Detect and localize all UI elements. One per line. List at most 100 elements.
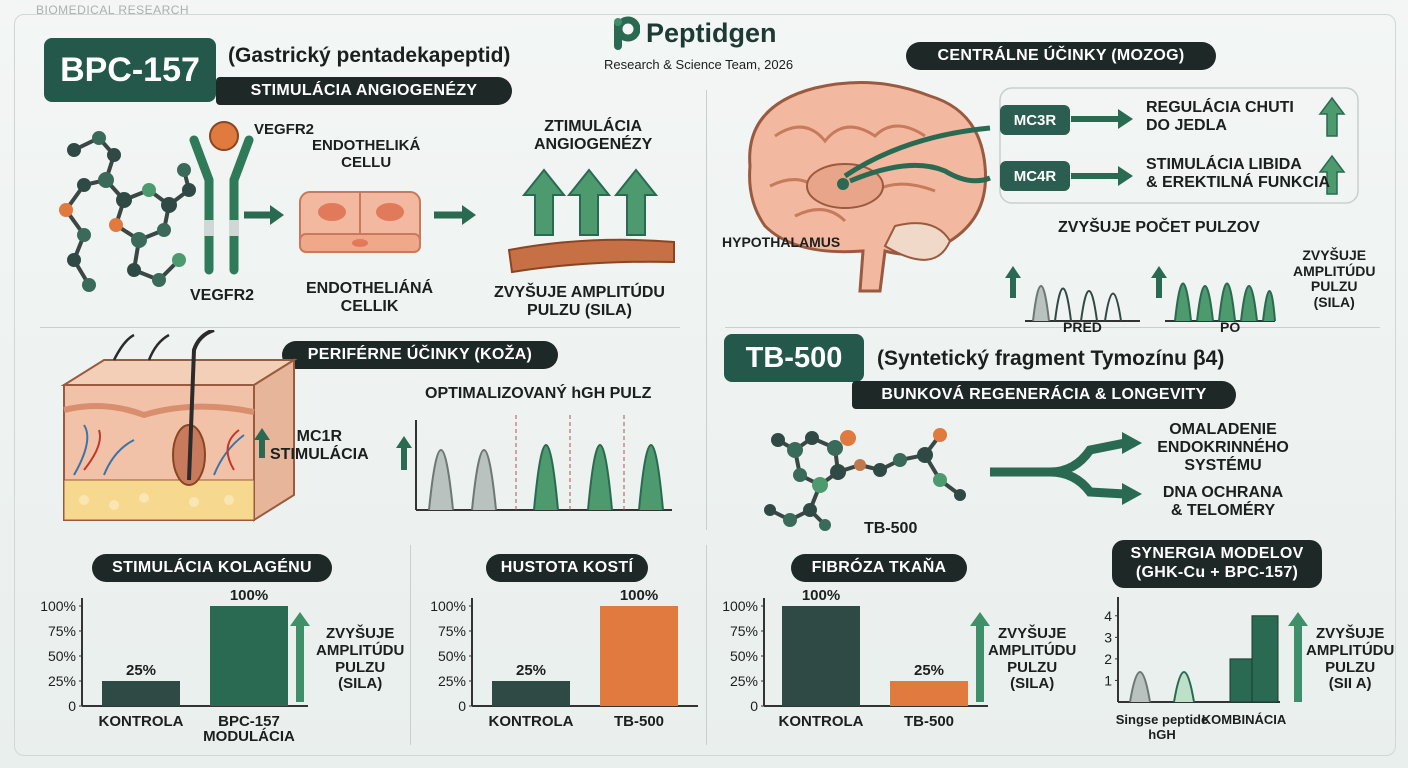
category-label: TB-500 bbox=[614, 713, 664, 730]
peripheral-effects-pill: PERIFÉRNE ÚČINKY (KOŽA) bbox=[282, 341, 558, 369]
y-tick-label: 3 bbox=[1104, 629, 1112, 645]
vegfr2-receptor-icon bbox=[189, 121, 254, 275]
y-tick-label: 25% bbox=[438, 673, 466, 689]
mc4r-receptor: MC4R bbox=[1000, 161, 1070, 191]
brain-illustration bbox=[748, 81, 1359, 322]
collagen-up-arrow-icon bbox=[290, 612, 310, 702]
single-peptide-pulse bbox=[1129, 671, 1151, 703]
angiogenesis-illustration bbox=[59, 121, 675, 292]
fibrosis-side-caption: ZVYŠUJE AMPLITÚDU PULZU (SILA) bbox=[988, 625, 1077, 693]
bpc157-full-name: (Gastrický pentadekapeptid) bbox=[228, 44, 511, 67]
y-tick-label: 2 bbox=[1104, 651, 1112, 667]
y-tick-label: 75% bbox=[730, 623, 758, 639]
hgh-pulse-title: OPTIMALIZOVANÝ hGH PULZ bbox=[425, 385, 652, 402]
y-tick-label: 75% bbox=[48, 623, 76, 639]
skin-cross-section-icon bbox=[60, 330, 298, 522]
vegfr2-top-label: VEGFR2 bbox=[254, 121, 315, 138]
bar-1 bbox=[890, 681, 968, 706]
value-label: 25% bbox=[914, 662, 944, 679]
bar-1 bbox=[1251, 615, 1279, 703]
pulse-comparison-chart bbox=[1005, 266, 1276, 322]
peptidgen-logo-icon bbox=[612, 16, 641, 52]
brain-icon bbox=[748, 81, 988, 293]
y-tick-label: 0 bbox=[68, 698, 76, 714]
value-label: 100% bbox=[802, 587, 840, 604]
blood-vessel-icon bbox=[507, 238, 675, 274]
y-tick-label: 4 bbox=[1104, 608, 1112, 624]
mc3r-receptor: MC3R bbox=[1000, 105, 1070, 135]
category-label: TB-500 bbox=[904, 713, 954, 730]
hypothalamus-label: HYPOTHALAMUS bbox=[722, 234, 841, 250]
center-divider bbox=[706, 90, 707, 530]
fibrosis-bar-chart: 0 25% 50% 75% 100% 100% KONTROLA 25% TB-500 bbox=[722, 587, 988, 730]
category-label: KONTROLA bbox=[489, 713, 574, 730]
y-tick-label: 25% bbox=[48, 673, 76, 689]
bpc157-banner: STIMULÁCIA ANGIOGENÉZY bbox=[216, 77, 512, 105]
fibrosis-up-arrow-icon bbox=[970, 612, 990, 702]
mc4r-up-arrow-icon bbox=[1318, 154, 1346, 195]
synergy-up-arrow-icon bbox=[1288, 612, 1308, 702]
tb500-effect-endocrine: OMALADENIE ENDOKRINNÉHO SYSTÉMU bbox=[1157, 421, 1289, 474]
endothelial-bottom-label: ENDOTHELIÁNÁ CELLIK bbox=[306, 280, 434, 315]
chart1-title-pill: STIMULÁCIA KOLAGÉNU bbox=[92, 554, 332, 582]
value-label: 25% bbox=[126, 662, 156, 679]
value-label: 100% bbox=[230, 587, 268, 604]
y-tick-label: 100% bbox=[40, 598, 76, 614]
y-tick-label: 25% bbox=[730, 673, 758, 689]
pulse-count-title: ZVYŠUJE POČET PULZOV bbox=[1058, 219, 1260, 236]
endothelial-cells-icon bbox=[299, 191, 421, 253]
collagen-side-caption: ZVYŠUJE AMPLITÚDU PULZU (SILA) bbox=[316, 625, 405, 693]
hgh-pulse-chart bbox=[396, 415, 672, 511]
tb500-molecule-label: TB-500 bbox=[864, 520, 918, 537]
bar-1 bbox=[600, 606, 678, 706]
bar-0 bbox=[102, 681, 180, 706]
y-tick-label: 100% bbox=[430, 598, 466, 614]
category-label: KONTROLA bbox=[779, 713, 864, 730]
tb500-banner: BUNKOVÁ REGENERÁCIA & LONGEVITY bbox=[852, 381, 1236, 409]
chart-divider-2 bbox=[706, 545, 707, 745]
synergy-side-caption: ZVYŠUJE AMPLITÚDU PULZU (SII A) bbox=[1306, 625, 1395, 693]
chart2-title-pill: HUSTOTA KOSTÍ bbox=[486, 554, 648, 582]
y-tick-label: 1 bbox=[1104, 672, 1112, 688]
bone-density-bar-chart: 0 25% 50% 75% 100% 25% KONTROLA 100% TB-500 bbox=[430, 587, 698, 730]
bar-0 bbox=[782, 606, 860, 706]
po-label: PO bbox=[1220, 319, 1241, 335]
angiogenesis-stim-caption: ZVYŠUJE AMPLITÚDU PULZU (SILA) bbox=[494, 284, 665, 319]
bar-1 bbox=[210, 606, 288, 706]
bpc157-badge: BPC-157 bbox=[44, 38, 216, 102]
y-tick-label: 100% bbox=[722, 598, 758, 614]
y-tick-label: 0 bbox=[750, 698, 758, 714]
brand-subtitle: Research & Science Team, 2026 bbox=[604, 57, 794, 72]
mc3r-up-arrow-icon bbox=[1318, 96, 1346, 137]
y-tick-label: 75% bbox=[438, 623, 466, 639]
angiogenesis-up-arrows-icon bbox=[521, 168, 659, 236]
y-tick-label: 50% bbox=[438, 648, 466, 664]
category-label: KONTROLA bbox=[99, 713, 184, 730]
mc1r-label: MC1R STIMULÁCIA bbox=[270, 428, 369, 463]
y-tick-label: 50% bbox=[48, 648, 76, 664]
chart-divider-1 bbox=[410, 545, 411, 745]
mc3r-effect-label: REGULÁCIA CHUTI DO JEDLA bbox=[1146, 99, 1294, 134]
tb500-illustration bbox=[764, 428, 1142, 531]
angiogenesis-stim-title: ZTIMULÁCIA ANGIOGENÉZY bbox=[534, 118, 653, 153]
right-divider bbox=[725, 327, 1380, 328]
y-tick-label: 50% bbox=[730, 648, 758, 664]
pred-label: PRED bbox=[1063, 319, 1102, 335]
bar-0 bbox=[492, 681, 570, 706]
hgh-pulse bbox=[1173, 671, 1195, 703]
tb500-effect-dna: DNA OCHRANA & TELOMÉRY bbox=[1162, 484, 1284, 519]
tb500-badge: TB-500 bbox=[724, 334, 864, 382]
left-divider bbox=[40, 327, 680, 328]
endothelial-top-label: ENDOTHELIKÁ CELLU bbox=[312, 137, 421, 171]
chart3-title-pill: FIBRÓZA TKAŇA bbox=[791, 554, 967, 582]
value-label: 25% bbox=[516, 662, 546, 679]
brand-name: Peptidgen bbox=[646, 18, 777, 48]
y-tick-label: 0 bbox=[458, 698, 466, 714]
value-label: 100% bbox=[620, 587, 658, 604]
chart4-title-pill: SYNERGIA MODELOV (GHK-Cu + BPC-157) bbox=[1112, 540, 1322, 588]
